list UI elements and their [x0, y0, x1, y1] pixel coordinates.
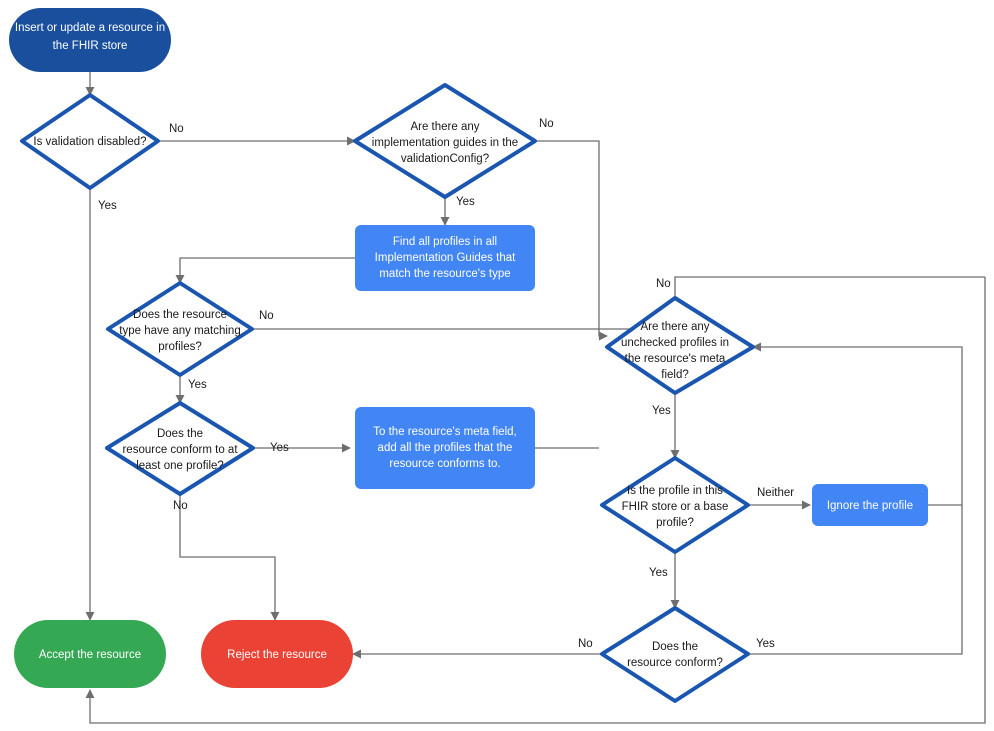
- edge-label-impl-yes: Yes: [456, 196, 475, 208]
- edge-conform-one-no: [179, 494, 280, 621]
- node-impl-line-2: validationConfig?: [401, 153, 489, 165]
- edge-return-to-accept: [85, 277, 986, 724]
- node-profile-in-store-or-base[interactable]: Is the profile in this FHIR store or a b…: [600, 456, 750, 554]
- node-matching-line-2: profiles?: [158, 341, 201, 353]
- node-find-line-0: Find all profiles in all: [393, 236, 497, 248]
- node-reject-line-0: Reject the resource: [227, 649, 327, 661]
- node-matching-profiles[interactable]: Does the resource type have any matching…: [106, 281, 254, 377]
- node-impl-line-0: Are there any: [410, 121, 479, 133]
- node-profile-line-1: FHIR store or a base: [622, 501, 729, 513]
- node-add-profiles-to-meta[interactable]: To the resource's meta field, add all th…: [355, 407, 535, 489]
- node-ignore-profile[interactable]: Ignore the profile: [812, 484, 928, 526]
- node-accept-line-0: Accept the resource: [39, 649, 141, 661]
- edge-label-profile-yes: Yes: [649, 567, 668, 579]
- node-find-line-1: Implementation Guides that: [375, 252, 516, 264]
- edge-label-unchecked-no: No: [656, 278, 671, 290]
- edge-label-impl-no: No: [539, 118, 554, 130]
- node-conform-one-line-2: least one profile?: [136, 460, 224, 472]
- edge-label-conform-yes: Yes: [756, 638, 775, 650]
- node-profile-line-2: profile?: [656, 517, 694, 529]
- node-add-line-1: add all the profiles that the: [378, 442, 513, 454]
- edge-label-matching-no: No: [259, 310, 274, 322]
- node-resource-conform-line-1: resource conform?: [627, 657, 723, 669]
- node-unchecked-line-0: Are there any: [640, 321, 709, 333]
- node-profile-line-0: Is the profile in this: [627, 485, 723, 497]
- node-validation-disabled[interactable]: Is validation disabled?: [20, 93, 160, 190]
- node-unchecked-line-1: unchecked profiles in: [621, 337, 729, 349]
- node-conform-one-line-1: resource conform to at: [122, 444, 238, 456]
- node-accept-resource[interactable]: Accept the resource: [14, 620, 166, 688]
- node-reject-resource[interactable]: Reject the resource: [201, 620, 353, 688]
- node-start-line-1: the FHIR store: [53, 40, 128, 52]
- node-find-profiles[interactable]: Find all profiles in all Implementation …: [355, 225, 535, 291]
- node-conform-at-least-one[interactable]: Does the resource conform to at least on…: [105, 401, 255, 496]
- node-unchecked-profiles[interactable]: Are there any unchecked profiles in the …: [605, 296, 755, 395]
- node-start-line-0: Insert or update a resource in: [15, 22, 165, 34]
- edge-label-unchecked-yes: Yes: [652, 405, 671, 417]
- node-unchecked-line-3: field?: [661, 369, 689, 381]
- node-implementation-guides[interactable]: Are there any implementation guides in t…: [353, 83, 537, 199]
- edge-ignore-to-unchecked: [752, 342, 963, 506]
- node-find-line-2: match the resource's type: [379, 268, 510, 280]
- edge-label-conform-no: No: [578, 638, 593, 650]
- node-resource-conform-line-0: Does the: [652, 641, 698, 653]
- edge-label-profile-neither: Neither: [757, 487, 794, 499]
- node-matching-line-0: Does the resource: [133, 309, 227, 321]
- node-conform-one-line-0: Does the: [157, 428, 203, 440]
- edge-label-validation-yes: Yes: [98, 200, 117, 212]
- node-add-line-0: To the resource's meta field,: [373, 426, 516, 438]
- edge-label-conform-one-yes: Yes: [270, 442, 289, 454]
- edge-label-conform-one-no: No: [173, 500, 188, 512]
- edge-unchecked-no: [674, 276, 985, 298]
- node-resource-conform[interactable]: Does the resource conform?: [600, 606, 750, 703]
- node-add-line-2: resource conforms to.: [389, 458, 500, 470]
- edge-matching-no: [252, 328, 652, 342]
- node-ignore-line-0: Ignore the profile: [827, 500, 913, 512]
- node-impl-line-1: implementation guides in the: [372, 137, 518, 149]
- node-start[interactable]: Insert or update a resource in the FHIR …: [9, 8, 171, 72]
- edge-impl-no: [535, 140, 608, 341]
- node-matching-line-1: type have any matching: [119, 325, 240, 337]
- edge-find-profiles-to-matching: [175, 257, 355, 284]
- edge-label-validation-no: No: [169, 123, 184, 135]
- node-unchecked-line-2: the resource's meta: [625, 353, 726, 365]
- edge-conform-yes: [748, 505, 963, 655]
- edge-label-matching-yes: Yes: [188, 379, 207, 391]
- node-validation-disabled-line-0: Is validation disabled?: [33, 136, 146, 148]
